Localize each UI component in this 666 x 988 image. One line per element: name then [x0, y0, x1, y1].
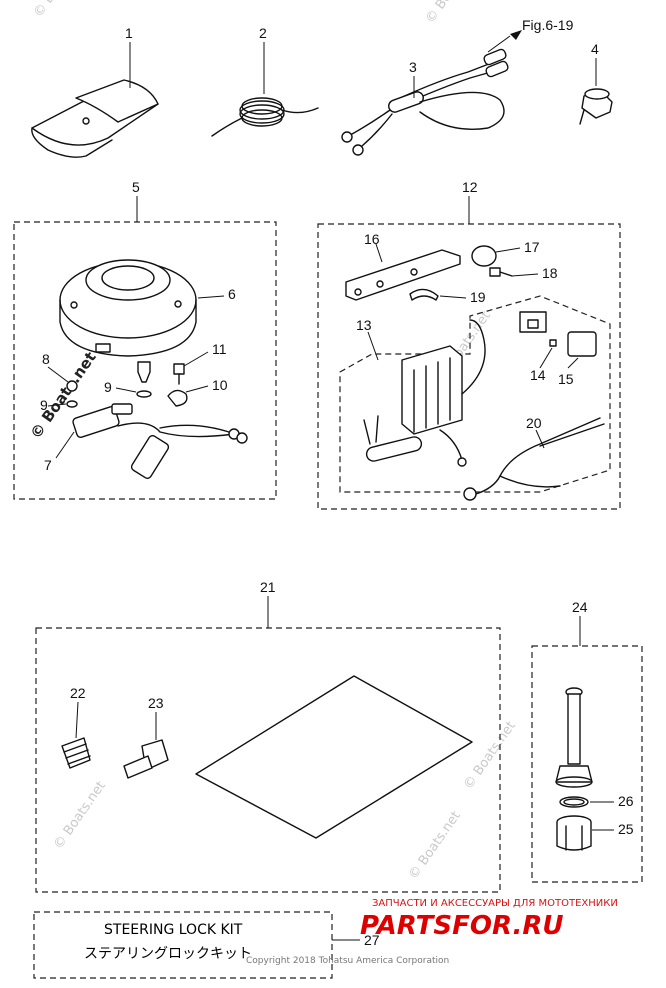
watermark: © Boats.net — [51, 779, 109, 853]
part-26-o-ring[interactable]: 26 — [559, 793, 634, 809]
kit-title-en: STEERING LOCK KIT — [104, 922, 243, 938]
part-2-coiled-cord[interactable]: 2 — [211, 25, 319, 137]
footer-branding: ЗАПЧАСТИ И АКСЕССУАРЫ ДЛЯ МОТОТЕХНИКИ PA… — [246, 898, 618, 966]
watermark: © Boats.net — [406, 809, 464, 883]
part-16-bracket[interactable]: 16 — [345, 231, 461, 301]
part-10-clamp[interactable]: 10 — [167, 377, 228, 407]
figure-reference[interactable]: Fig.6-19 — [522, 17, 574, 33]
callout-26: 26 — [618, 793, 634, 809]
part-11-bolt[interactable]: 11 — [173, 341, 227, 385]
part-22-fitting[interactable]: 22 — [61, 685, 91, 769]
watermark: © Boats.net — [423, 0, 481, 26]
copyright-text: Copyright 2018 Tohatsu America Corporati… — [246, 956, 449, 966]
part-20-lead-wire[interactable]: 20 — [463, 415, 605, 501]
callout-21: 21 — [260, 579, 276, 595]
part-15-connector-cap[interactable]: 15 — [558, 331, 597, 387]
part-1-tool-pouch[interactable]: 1 — [31, 25, 159, 158]
callout-15: 15 — [558, 371, 574, 387]
callout-8: 8 — [42, 351, 50, 367]
watermark: © Boats.net — [31, 0, 89, 20]
part-7-charge-coil[interactable]: 7 — [44, 403, 248, 480]
callout-11: 11 — [212, 341, 227, 357]
watermark: © Boats.net — [461, 719, 519, 793]
footer-brand-logo: PARTSFOR.RU — [360, 911, 563, 941]
callout-3: 3 — [409, 59, 417, 75]
part-13-rectifier[interactable]: 13 — [356, 317, 486, 467]
part-9-washer-left[interactable]: 9 — [40, 397, 78, 413]
part-25-nut[interactable]: 25 — [556, 815, 634, 851]
callout-22: 22 — [70, 685, 86, 701]
callout-9a: 9 — [40, 397, 48, 413]
part-24-shaft[interactable] — [555, 687, 593, 788]
part-4-plug[interactable]: 4 — [579, 41, 613, 125]
callout-27: 27 — [364, 932, 380, 948]
arrow-icon — [510, 30, 522, 40]
callout-20: 20 — [526, 415, 542, 431]
callout-25: 25 — [618, 821, 634, 837]
callout-5: 5 — [132, 179, 140, 195]
callout-4: 4 — [591, 41, 599, 57]
part-14-connector[interactable]: 14 — [519, 311, 557, 383]
group-27-steering-lock-kit[interactable]: STEERING LOCK KIT ステアリングロックキット 27 — [33, 911, 380, 979]
callout-23: 23 — [148, 695, 164, 711]
part-8-screw[interactable]: 8 — [42, 351, 78, 392]
callout-2: 2 — [259, 25, 267, 41]
part-21-sheet[interactable] — [195, 675, 473, 839]
callout-1: 1 — [125, 25, 133, 41]
callout-18: 18 — [542, 265, 558, 281]
group-21-kit: 21 22 23 — [35, 579, 501, 893]
group-5-flywheel-kit: 5 6 7 8 — [13, 179, 277, 500]
callout-10: 10 — [212, 377, 228, 393]
callout-24: 24 — [572, 599, 588, 615]
part-3-wire-harness[interactable]: 3 Fig.6-19 — [341, 17, 574, 156]
callout-6: 6 — [228, 286, 236, 302]
callout-16: 16 — [364, 231, 380, 247]
part-17-clamp[interactable]: 17 — [471, 239, 540, 267]
callout-14: 14 — [530, 367, 546, 383]
group-24-assembly: 24 26 25 — [531, 599, 643, 883]
group-12-rectifier-kit: 12 16 17 18 19 — [317, 179, 621, 510]
part-18-bolt[interactable]: 18 — [489, 265, 558, 281]
part-6-flywheel[interactable]: 6 — [59, 259, 236, 357]
part-19-clip[interactable]: 19 — [409, 288, 486, 305]
callout-12: 12 — [462, 179, 478, 195]
callout-17: 17 — [524, 239, 540, 255]
callout-19: 19 — [470, 289, 486, 305]
callout-9b: 9 — [104, 379, 112, 395]
part-23-valve[interactable]: 23 — [123, 695, 169, 779]
callout-13: 13 — [356, 317, 372, 333]
footer-tagline: ЗАПЧАСТИ И АКСЕССУАРЫ ДЛЯ МОТОТЕХНИКИ — [372, 898, 618, 909]
kit-title-jp: ステアリングロックキット — [84, 946, 252, 962]
callout-7: 7 — [44, 457, 52, 473]
part-9-screw-washer[interactable]: 9 — [104, 361, 152, 398]
